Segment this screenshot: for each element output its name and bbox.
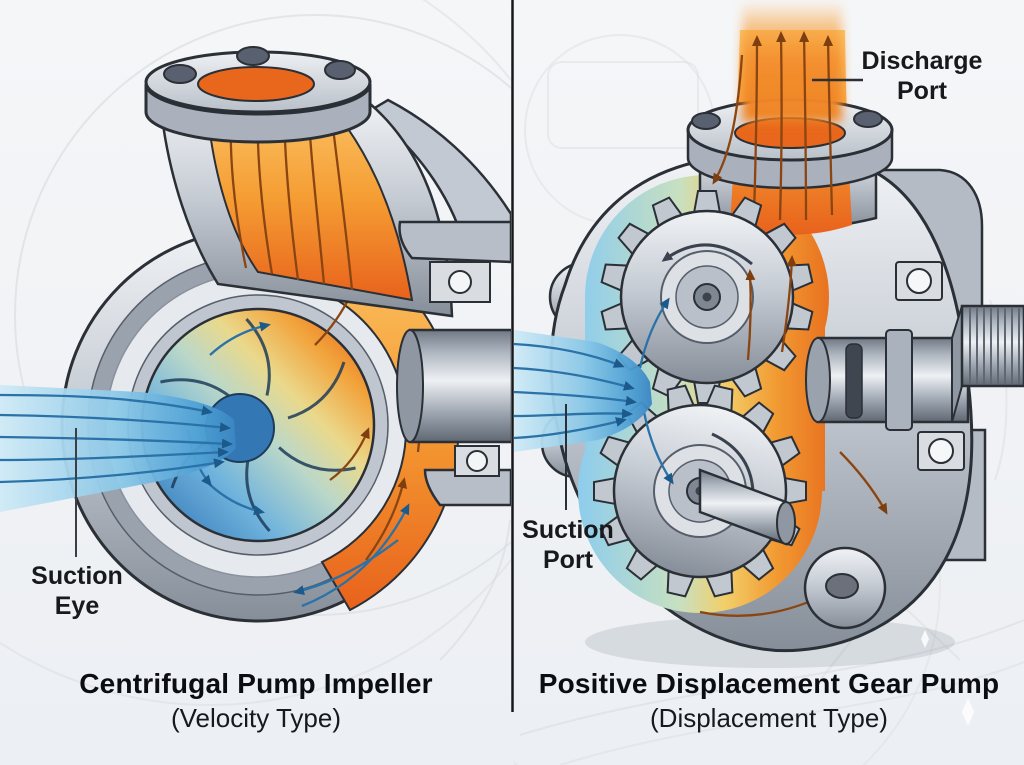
discharge-flange [144,46,372,144]
drive-shaft-assembly [805,261,1024,471]
flange-bolt-hole [163,64,197,84]
mounting-hole [825,573,859,599]
shaft-seal-ring [845,343,863,419]
right-panel-subtitle-text: (Displacement Type) [650,703,888,733]
discharge-port-assembly [686,0,894,235]
discharge-opening [734,117,846,149]
impeller [140,289,376,543]
discharge-opening [197,66,315,102]
front-mounting-foot [803,546,887,630]
bearing-ball [466,450,488,472]
left-panel-title: Centrifugal Pump Impeller (Velocity Type… [8,668,504,734]
flange-bolt-hole [691,112,721,130]
sparkle-icon [921,630,974,726]
flange-bolt-hole [324,60,356,80]
bearing-ball [928,438,954,464]
flange-bolt-hole [853,110,883,128]
left-panel-title-text: Centrifugal Pump Impeller [79,668,433,699]
bearing-housing-assembly [396,220,511,507]
upper-casing-bridge [365,98,511,254]
discharge-plume [742,0,842,122]
pump-shaft [408,328,511,444]
suction-eye-label: Suction Eye [31,562,123,620]
right-panel-title-text: Positive Displacement Gear Pump [538,668,1000,699]
bearing-ball [906,268,932,294]
discharge-nozzle [158,95,454,318]
suction-flow-stream [0,385,236,512]
centrifugal-pump-illustration [0,46,511,623]
suction-port-label: Suction Port [522,516,614,574]
discharge-port-label: Discharge Port [861,47,983,105]
flange-bolt-hole [236,46,270,66]
gear-pump-illustration [514,0,1024,726]
shaft-collar [885,329,913,431]
left-panel-subtitle-text: (Velocity Type) [170,703,342,733]
chamber-flow-arrows [638,255,888,617]
bearing-ball [448,270,472,294]
driven-gear-shaft-stub [698,468,796,546]
splined-shaft-end [960,304,1024,388]
right-panel-title: Positive Displacement Gear Pump (Displac… [518,668,1020,734]
suction-port-flow [514,330,652,452]
